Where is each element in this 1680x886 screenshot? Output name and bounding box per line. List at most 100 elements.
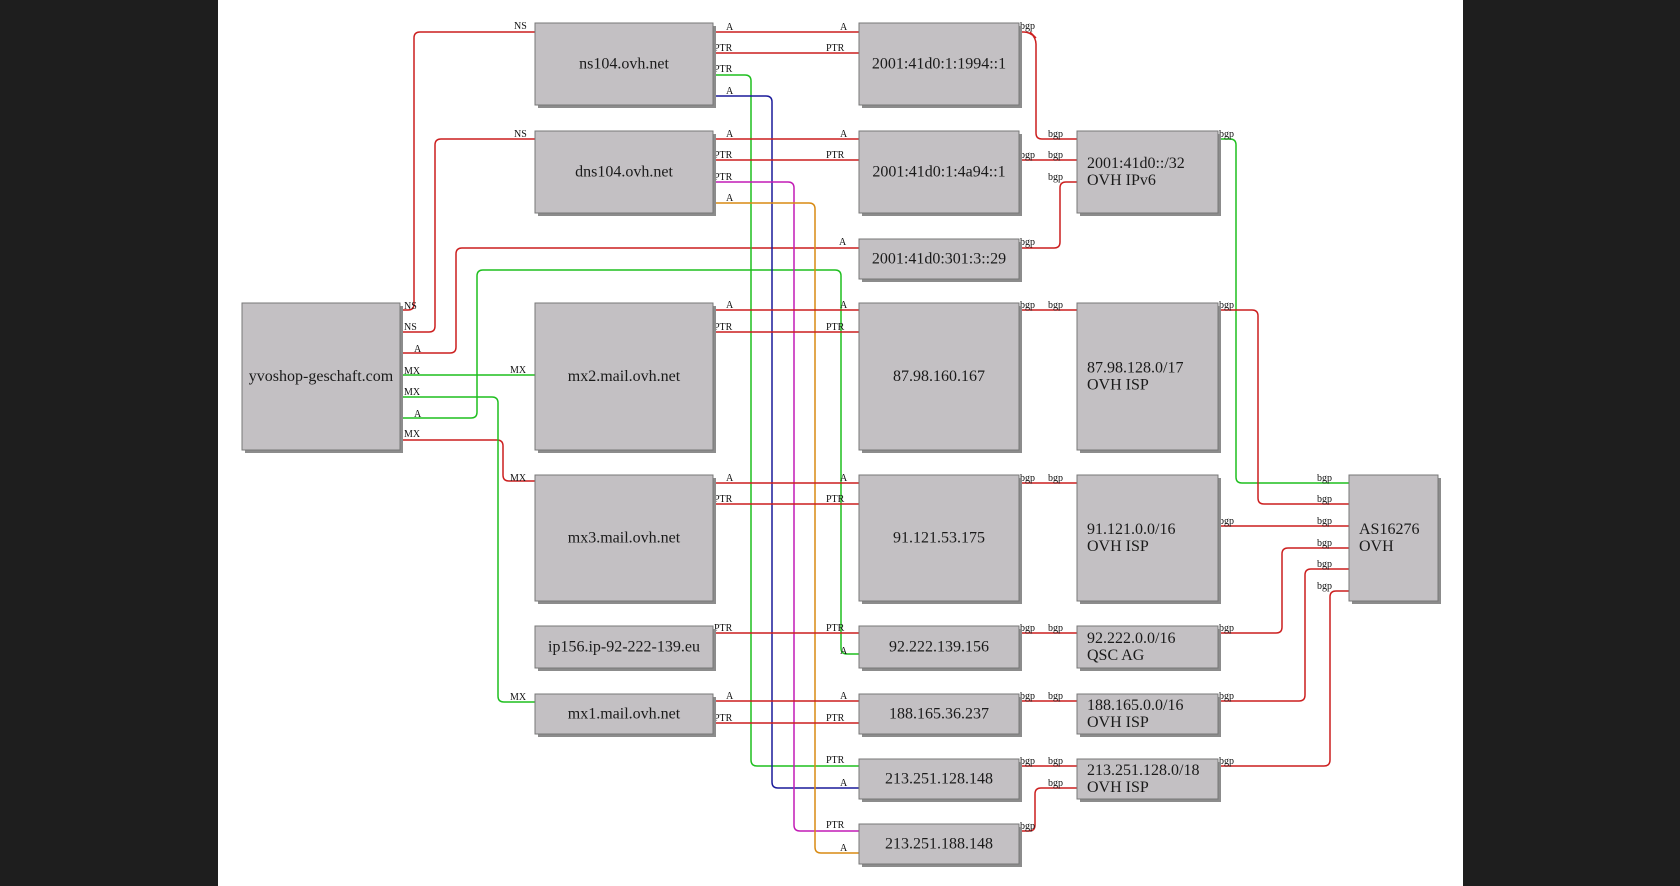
label-bgp: bgp [1048,756,1063,767]
label-a: A [726,129,734,140]
node-ip156[interactable]: ip156.ip-92-222-139.eu [534,625,716,671]
label-a: A [414,409,422,420]
node-ip188[interactable]: 188.165.36.237 [858,693,1022,737]
label-a: A [726,691,734,702]
node-label: ip156.ip-92-222-139.eu [548,639,700,656]
label-ptr: PTR [714,150,733,161]
label-bgp: bgp [1317,494,1332,505]
label-bgp: bgp [1048,691,1063,702]
node-domain[interactable]: yvoshop-geschaft.com [241,302,403,453]
label-a: A [840,300,848,311]
label-bgp: bgp [1048,172,1063,183]
node-dns104[interactable]: dns104.ovh.net [534,130,716,216]
edge-net188-as-bgp [1218,568,1349,702]
label-a: A [414,344,422,355]
label-ns: NS [404,301,417,312]
label-ptr: PTR [714,623,733,634]
label-a: A [840,691,848,702]
node-box [858,693,1020,735]
node-label: 2001:41d0:1:1994::1 [872,56,1006,73]
node-box [858,625,1020,669]
label-bgp: bgp [1020,473,1035,484]
node-label: mx1.mail.ovh.net [568,706,681,723]
node-box [858,758,1020,800]
node-box [858,22,1020,106]
node-box [1076,130,1219,214]
label-a: A [726,473,734,484]
node-box [1076,625,1219,669]
edge-dns104-ip213b-ptr [713,181,859,832]
label-ptr: PTR [826,43,845,54]
label-mx: MX [404,429,421,440]
edges [400,31,1349,854]
label-ptr: PTR [826,322,845,333]
label-ptr: PTR [714,322,733,333]
label-a: A [840,843,848,854]
label-ns: NS [404,322,417,333]
edge-domain-mx3-mx [400,439,535,482]
node-label: OVH ISP [1087,779,1149,796]
node-ip91[interactable]: 91.121.53.175 [858,474,1022,604]
node-ip213b[interactable]: 213.251.188.148 [858,823,1022,867]
label-a: A [840,129,848,140]
node-label: 92.222.0.0/16 [1087,630,1175,647]
label-a: A [840,778,848,789]
node-label: 2001:41d0::/32 [1087,155,1185,172]
label-bgp: bgp [1020,300,1035,311]
label-ptr: PTR [714,64,733,75]
node-label: QSC AG [1087,647,1145,664]
label-bgp: bgp [1317,581,1332,592]
node-label: 188.165.0.0/16 [1087,697,1183,714]
label-bgp: bgp [1219,129,1234,140]
label-bgp: bgp [1020,821,1035,832]
node-mx1[interactable]: mx1.mail.ovh.net [534,693,716,737]
label-a: A [840,646,848,657]
label-mx: MX [404,366,421,377]
node-mx2[interactable]: mx2.mail.ovh.net [534,302,716,453]
node-ip6b[interactable]: 2001:41d0:1:4a94::1 [858,130,1022,216]
node-box [858,302,1020,451]
node-ns104[interactable]: ns104.ovh.net [534,22,716,108]
label-bgp: bgp [1219,691,1234,702]
label-bgp: bgp [1020,691,1035,702]
label-a: A [839,237,847,248]
node-ip6a[interactable]: 2001:41d0:1:1994::1 [858,22,1022,108]
node-label: 213.251.128.148 [885,771,993,788]
label-ptr: PTR [714,172,733,183]
node-mx3[interactable]: mx3.mail.ovh.net [534,474,716,604]
label-a: A [726,193,734,204]
label-ptr: PTR [826,494,845,505]
label-bgp: bgp [1317,559,1332,570]
label-bgp: bgp [1219,756,1234,767]
node-label: 2001:41d0:301:3::29 [872,251,1006,268]
label-mx: MX [510,365,527,376]
node-label: OVH ISP [1087,377,1149,394]
node-label: 92.222.139.156 [889,639,989,656]
node-box [858,238,1020,280]
edge-dns104-ip213b-a [713,202,859,854]
edge-domain-dns104-ns [400,138,535,333]
label-a: A [840,473,848,484]
label-ptr: PTR [714,494,733,505]
node-ip6c[interactable]: 2001:41d0:301:3::29 [858,238,1022,282]
label-a: A [840,22,848,33]
node-box [1076,302,1219,451]
label-bgp: bgp [1020,21,1035,32]
label-bgp: bgp [1317,473,1332,484]
label-bgp: bgp [1048,778,1063,789]
node-ip87[interactable]: 87.98.160.167 [858,302,1022,453]
edge-net213-as-bgp [1218,590,1349,767]
node-ip213a[interactable]: 213.251.128.148 [858,758,1022,802]
label-bgp: bgp [1219,623,1234,634]
node-ip92[interactable]: 92.222.139.156 [858,625,1022,671]
label-bgp: bgp [1048,129,1063,140]
